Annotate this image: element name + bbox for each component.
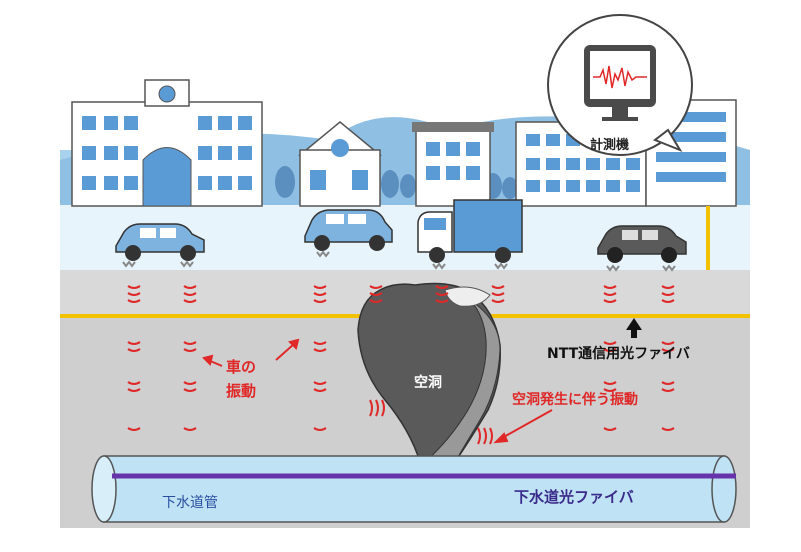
- school-building: [71, 79, 263, 207]
- cavity-vibration-wave: [489, 427, 493, 445]
- cavity-vibration-wave: [375, 399, 379, 417]
- vibration-wave: [603, 299, 617, 303]
- waveform-icon: [593, 65, 647, 89]
- car-middle: [304, 209, 393, 251]
- tire-vibration-mark: [494, 262, 508, 270]
- shop-building: [412, 122, 494, 207]
- vibration-wave: [127, 292, 141, 296]
- vibration-wave: [661, 292, 675, 296]
- vibration-wave: [183, 285, 197, 289]
- tire-vibration-mark: [316, 250, 330, 258]
- vibration-wave: [183, 299, 197, 303]
- car-right: [597, 225, 687, 263]
- vibration-wave: [661, 427, 675, 431]
- trees: [275, 166, 518, 199]
- vibration-wave: [183, 388, 197, 392]
- vibration-wave: [369, 299, 383, 303]
- cavity-vibration-wave: [483, 427, 487, 445]
- vibration-marks: [122, 250, 676, 445]
- vibration-wave: [661, 341, 675, 345]
- sewer-pipe-label: 下水道管: [162, 495, 218, 511]
- vibration-wave: [491, 299, 505, 303]
- tire-vibration-mark: [122, 260, 136, 268]
- vibration-wave: [603, 292, 617, 296]
- meter-bubble: [547, 14, 693, 156]
- sewer-pipe: [91, 455, 737, 523]
- vibration-wave: [661, 299, 675, 303]
- vibration-wave: [127, 348, 141, 352]
- vibration-wave: [127, 427, 141, 431]
- vibration-wave: [603, 285, 617, 289]
- vibration-wave: [183, 348, 197, 352]
- arrow-up-icon: [626, 318, 642, 338]
- tire-vibration-mark: [180, 260, 194, 268]
- house-building: [297, 121, 383, 207]
- tire-vibration-mark: [606, 264, 620, 272]
- vibration-wave: [313, 381, 327, 385]
- vibration-wave: [313, 348, 327, 352]
- vibration-wave: [313, 285, 327, 289]
- vibration-wave: [369, 292, 383, 296]
- vibration-wave: [435, 292, 449, 296]
- vibration-wave: [661, 285, 675, 289]
- ntt-fiber-label: NTT通信用光ファイバ: [547, 346, 690, 362]
- cavity-top-rubble: [444, 286, 491, 307]
- vibration-wave: [183, 427, 197, 431]
- vibration-arrows: [202, 338, 553, 444]
- tire-vibration-mark: [432, 262, 446, 270]
- car-vibration-label-line2: 振動: [226, 382, 257, 400]
- cavity-vibration-label: 空洞発生に伴う振動: [512, 392, 638, 408]
- vibration-wave: [369, 285, 383, 289]
- vibration-wave: [313, 292, 327, 296]
- vibration-wave: [183, 292, 197, 296]
- vibration-wave: [313, 388, 327, 392]
- sewer-fiber-label: 下水道光ファイバ: [514, 488, 634, 506]
- vibration-wave: [603, 348, 617, 352]
- cavity-vibration-wave: [381, 399, 385, 417]
- vibration-wave: [491, 285, 505, 289]
- vibration-wave: [661, 348, 675, 352]
- truck: [417, 199, 523, 263]
- vibration-wave: [491, 292, 505, 296]
- vibration-wave: [127, 299, 141, 303]
- vibration-wave: [603, 388, 617, 392]
- vibration-wave: [661, 381, 675, 385]
- vibration-wave: [435, 299, 449, 303]
- cavity-label: 空洞: [414, 375, 442, 391]
- vibration-wave: [313, 427, 327, 431]
- vibration-wave: [435, 285, 449, 289]
- vibration-wave: [127, 341, 141, 345]
- cavity-vibration-wave: [369, 399, 373, 417]
- vibration-wave: [603, 381, 617, 385]
- vibration-wave: [313, 299, 327, 303]
- vibration-wave: [603, 427, 617, 431]
- meter-label: 計測機: [590, 138, 630, 153]
- vibration-wave: [313, 341, 327, 345]
- office-building: [515, 99, 737, 207]
- car-left: [115, 223, 205, 261]
- tire-vibration-mark: [662, 264, 676, 272]
- vibration-wave: [661, 388, 675, 392]
- vibration-wave: [183, 341, 197, 345]
- vibration-wave: [183, 381, 197, 385]
- vibration-wave: [127, 381, 141, 385]
- vibration-wave: [127, 388, 141, 392]
- cavity-vibration-wave: [477, 427, 481, 445]
- car-vibration-label-line1: 車の: [226, 358, 257, 376]
- vibration-wave: [603, 341, 617, 345]
- vibration-wave: [127, 285, 141, 289]
